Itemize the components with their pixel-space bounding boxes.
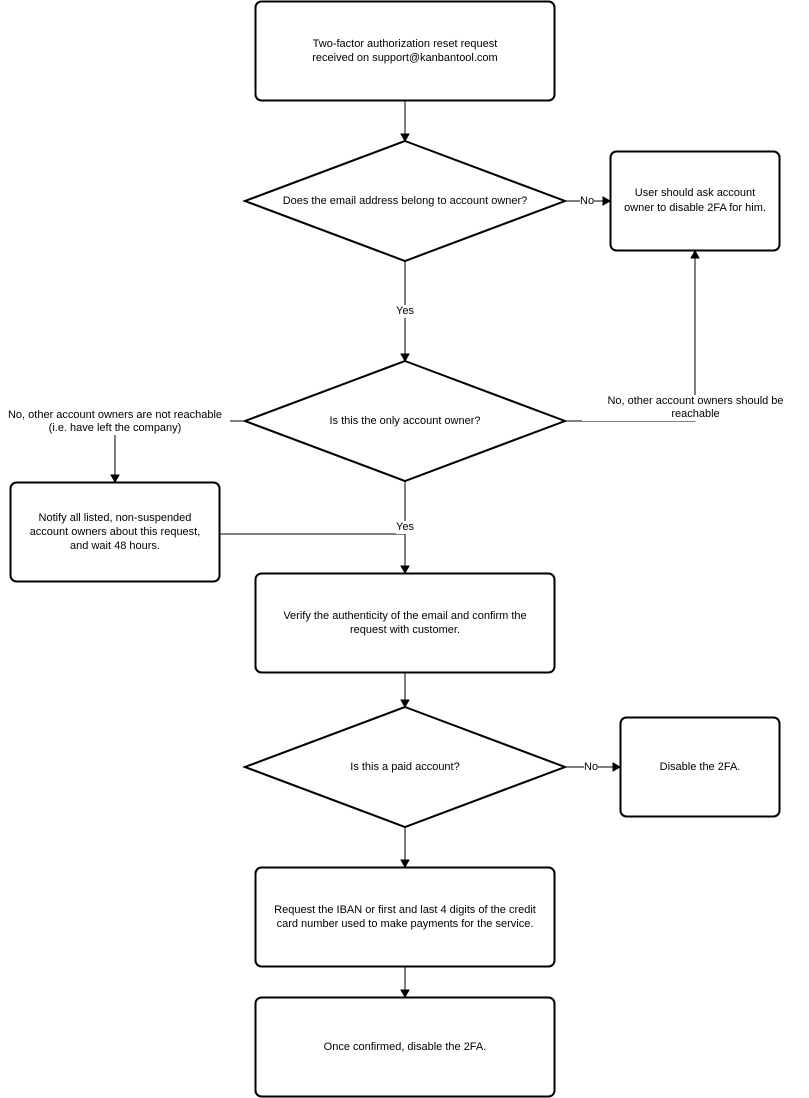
ask-owner-box (609, 150, 781, 252)
arrowhead (400, 859, 410, 869)
notify-owners-text: Notify all listed, non-suspended account… (29, 512, 201, 552)
arrowhead (400, 699, 410, 709)
disable-2fa-box (619, 716, 781, 818)
final-disable-box (254, 996, 556, 1098)
verify-email-box (254, 572, 556, 674)
only-no-reachable-label: No, other account owners should be reach… (582, 395, 809, 421)
only-owner-decision (242, 359, 568, 483)
email-owner-decision (242, 139, 568, 263)
arrowhead (400, 133, 410, 143)
only-no-unreachable-label: No, other account owners are not reachab… (0, 409, 230, 435)
only-owner-question-text: Is this the only account owner? (329, 415, 481, 427)
start-box (254, 0, 556, 102)
ask-owner-text: User should ask account owner to disable… (624, 187, 766, 214)
only-yes-label: Yes (396, 521, 414, 534)
paid-no-label: No (584, 761, 599, 774)
edge-only-no-reachable (565, 258, 696, 422)
email-owner-question-text: Does the email address belong to account… (282, 195, 528, 207)
verify-email-text: Verify the authenticity of the email and… (283, 610, 527, 636)
paid-account-decision (242, 705, 568, 829)
email-yes-label: Yes (396, 305, 414, 318)
arrowhead (602, 196, 612, 206)
arrowhead (400, 353, 410, 363)
paid-account-question-text: Is this a paid account? (350, 761, 460, 773)
email-no-label: No (580, 195, 595, 208)
arrowhead (400, 989, 410, 999)
arrowhead (690, 249, 700, 259)
arrowhead (612, 762, 622, 772)
start-text: Two-factor authorization reset request r… (312, 38, 498, 64)
request-payment-box (254, 866, 556, 968)
notify-owners-box (9, 481, 221, 583)
final-disable-text: Once confirmed, disable the 2FA. (323, 1041, 487, 1053)
disable-2fa-text: Disable the 2FA. (659, 761, 741, 773)
arrowhead (400, 565, 410, 575)
request-payment-text: Request the IBAN or first and last 4 dig… (274, 904, 536, 930)
arrowhead (110, 474, 120, 484)
